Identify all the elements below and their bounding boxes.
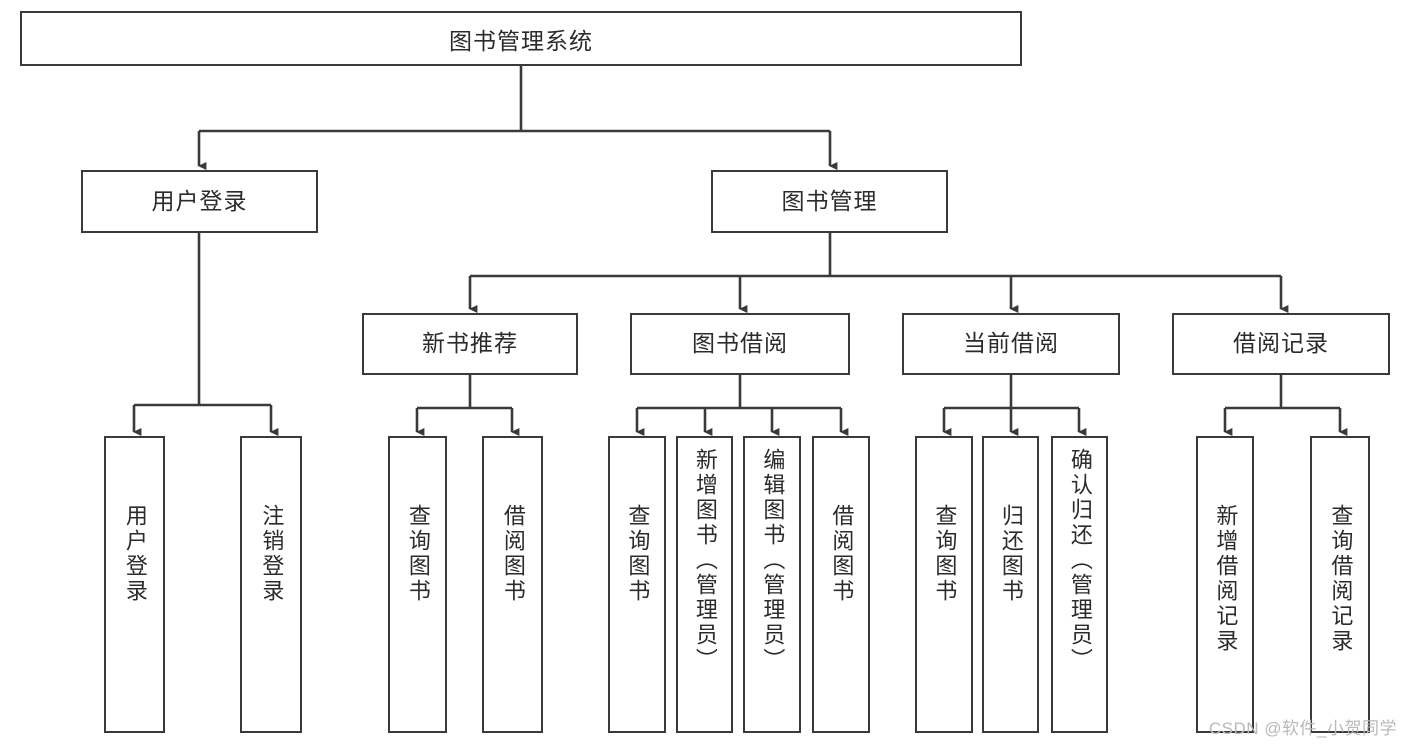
leaf-node[interactable]: 用户登录 <box>104 436 165 733</box>
leaf-label: 查询图书 <box>405 504 431 604</box>
leaf-node[interactable]: 查询图书 <box>608 436 666 733</box>
node-new-book-recommend[interactable]: 新书推荐 <box>362 313 578 375</box>
leaf-node[interactable]: 注销登录 <box>240 436 302 733</box>
leaf-node[interactable]: 查询图书 <box>388 436 447 733</box>
leaf-label: 编辑图书（管理员） <box>760 448 786 673</box>
leaf-label: 查询图书 <box>932 504 958 604</box>
leaf-label: 确认归还（管理员） <box>1067 448 1093 673</box>
leaf-label: 查询图书 <box>625 504 651 604</box>
node-root[interactable]: 图书管理系统 <box>20 11 1022 66</box>
node-book-management[interactable]: 图书管理 <box>711 170 948 233</box>
leaf-node[interactable]: 归还图书 <box>982 436 1039 733</box>
node-book-borrow[interactable]: 图书借阅 <box>630 313 850 375</box>
node-user-login[interactable]: 用户登录 <box>81 170 318 233</box>
leaf-label: 新增图书（管理员） <box>692 448 718 673</box>
node-borrow-records[interactable]: 借阅记录 <box>1172 313 1390 375</box>
leaf-label: 借阅图书 <box>500 504 526 604</box>
leaf-node[interactable]: 查询图书 <box>915 436 973 733</box>
leaf-node[interactable]: 新增借阅记录 <box>1196 436 1254 733</box>
leaf-label: 注销登录 <box>259 504 285 604</box>
node-current-borrow[interactable]: 当前借阅 <box>902 313 1120 375</box>
leaf-node[interactable]: 借阅图书 <box>482 436 543 733</box>
leaf-label: 用户登录 <box>122 504 148 604</box>
leaf-node[interactable]: 新增图书（管理员） <box>676 436 733 733</box>
leaf-node[interactable]: 查询借阅记录 <box>1310 436 1370 733</box>
leaf-node[interactable]: 编辑图书（管理员） <box>743 436 801 733</box>
leaf-label: 借阅图书 <box>829 504 855 604</box>
leaf-label: 新增借阅记录 <box>1213 504 1239 654</box>
watermark: CSDN @软件_小贺同学 <box>1208 719 1397 738</box>
leaf-label: 归还图书 <box>998 504 1024 604</box>
leaf-node[interactable]: 借阅图书 <box>812 436 870 733</box>
leaf-node[interactable]: 确认归还（管理员） <box>1051 436 1108 733</box>
leaf-label: 查询借阅记录 <box>1328 504 1354 654</box>
